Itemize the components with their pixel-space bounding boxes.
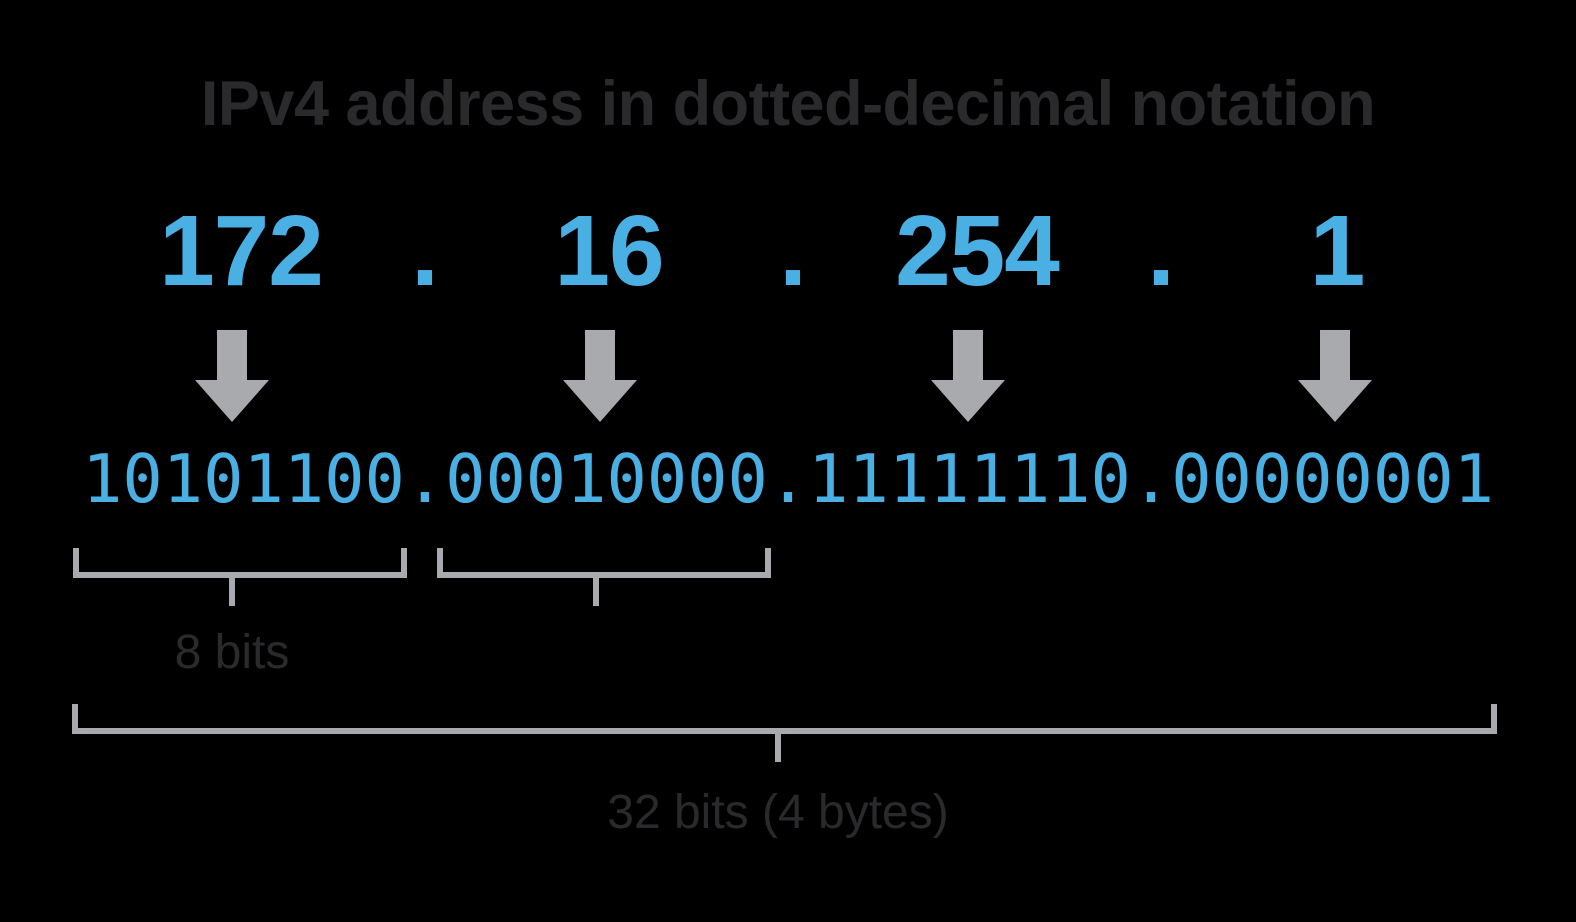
decimal-octet-4: 1 xyxy=(1309,195,1366,307)
arrow-shaft xyxy=(217,330,247,384)
bracket-left-leg xyxy=(437,548,443,578)
bracket-bar xyxy=(73,572,407,578)
down-arrow-icon-3 xyxy=(931,330,1005,422)
bracket-right-leg xyxy=(401,548,407,578)
decimal-octet-1: 172 xyxy=(159,195,324,307)
octet-bracket-1 xyxy=(73,548,407,578)
decimal-separator-2: . xyxy=(779,195,807,307)
down-arrow-icon-4 xyxy=(1298,330,1372,422)
decimal-octet-2: 16 xyxy=(554,195,664,307)
arrow-head xyxy=(931,380,1005,422)
total-bits-label: 32 bits (4 bytes) xyxy=(607,786,949,839)
arrow-shaft xyxy=(585,330,615,384)
arrow-head xyxy=(195,380,269,422)
bracket-bar xyxy=(72,728,1497,734)
bracket-right-leg xyxy=(765,548,771,578)
decimal-octets-row: 172 . 16 . 254 . 1 xyxy=(73,196,1497,306)
page-title: IPv4 address in dotted-decimal notation xyxy=(200,69,1376,139)
bracket-bar xyxy=(437,572,771,578)
decimal-octet-3: 254 xyxy=(895,195,1060,307)
octet-bracket-2-tick xyxy=(593,578,599,606)
octet-bracket-1-tick xyxy=(229,578,235,606)
decimal-separator-1: . xyxy=(411,195,439,307)
bracket-left-leg xyxy=(72,704,78,734)
total-bits-bracket-tick xyxy=(775,734,781,762)
down-arrow-icon-2 xyxy=(563,330,637,422)
arrow-head xyxy=(1298,380,1372,422)
down-arrow-icon-1 xyxy=(195,330,269,422)
arrow-shaft xyxy=(1320,330,1350,384)
octet-bits-label: 8 bits xyxy=(174,626,290,679)
arrow-shaft xyxy=(953,330,983,384)
decimal-separator-3: . xyxy=(1147,195,1175,307)
total-bits-bracket xyxy=(72,704,1497,734)
arrow-head xyxy=(563,380,637,422)
bracket-right-leg xyxy=(1491,704,1497,734)
bracket-left-leg xyxy=(73,548,79,578)
binary-address-row: 10101100.00010000.11111110.00000001 xyxy=(82,440,1494,518)
octet-bracket-2 xyxy=(437,548,771,578)
